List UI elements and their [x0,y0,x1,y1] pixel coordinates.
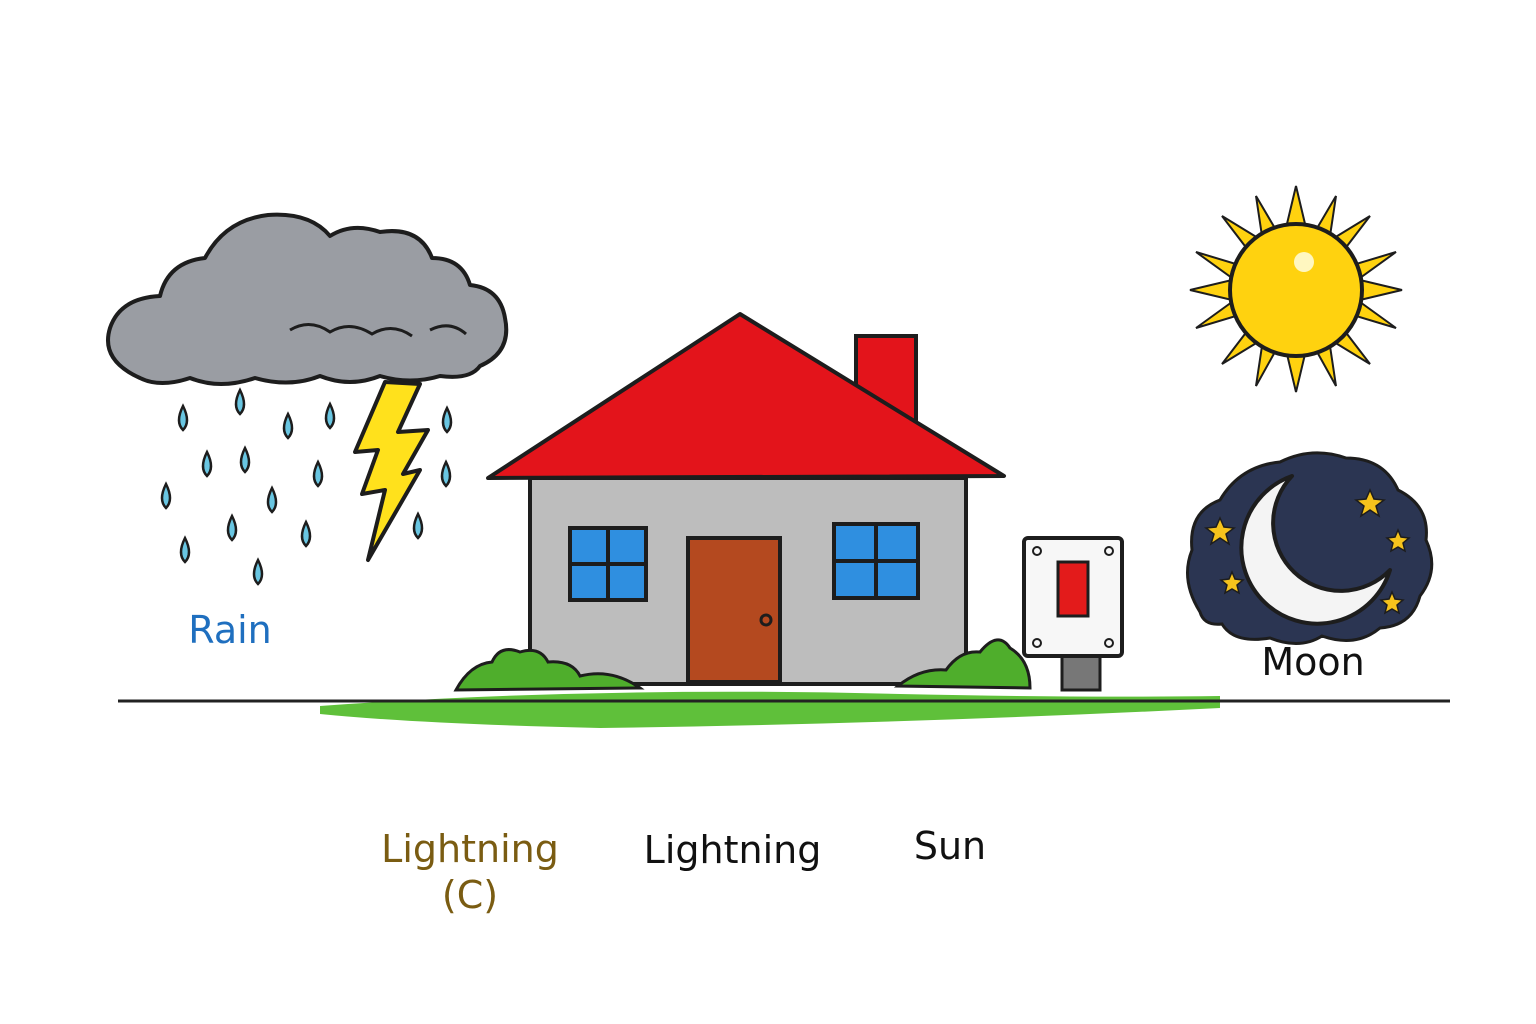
sun-icon [1189,185,1403,393]
light-switch-sign [1022,536,1124,692]
lightning-c-label-line2: (C) [441,873,499,917]
moon-label: Moon [1261,640,1365,684]
house-roof [486,312,1006,480]
right-window [832,522,920,600]
lightning-label: Lightning [643,828,822,872]
lightning-c-label-line1: Lightning [381,827,559,871]
sun-label: Sun [913,824,987,868]
left-bush [453,648,645,692]
switch-toggle [1056,560,1090,618]
storm-cloud-icon [106,212,509,386]
lightning-c-label: Lightning (C) [355,826,585,918]
house [453,312,1032,692]
lightning-bolt-icon [353,380,430,562]
ground [118,691,1450,728]
door [686,536,782,684]
left-window [568,526,648,602]
raindrops-icon [160,387,453,586]
rain-label: Rain [188,608,272,652]
right-bush [893,638,1032,690]
night-moon-icon [1186,451,1434,645]
